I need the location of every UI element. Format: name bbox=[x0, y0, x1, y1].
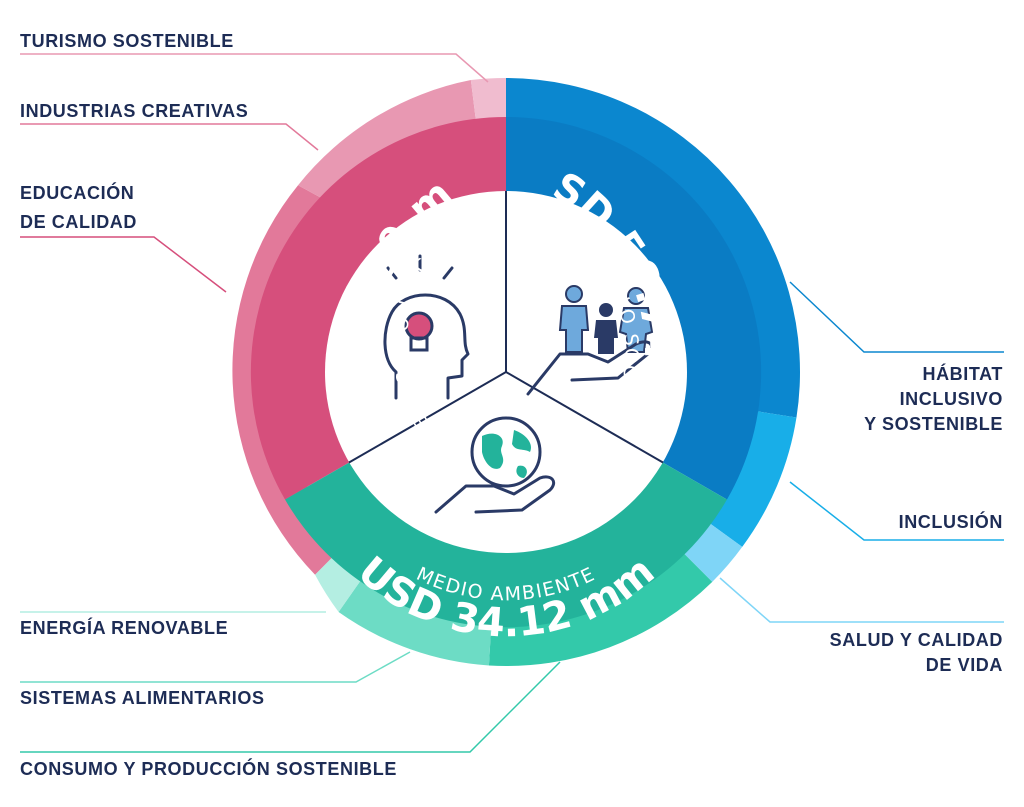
inner-ring bbox=[250, 116, 762, 628]
label-educacion-calidad-line1: EDUCACIÓN bbox=[20, 182, 134, 203]
label-salud-line2: DE VIDA bbox=[926, 655, 1003, 675]
band-habitat bbox=[506, 78, 801, 418]
band-educacion-calidad bbox=[232, 185, 348, 575]
label-habitat-line2: INCLUSIVO bbox=[900, 389, 1003, 409]
segment-desarrollo-social bbox=[506, 116, 762, 500]
idea-head-icon bbox=[383, 254, 470, 400]
label-habitat-line3: Y SOSTENIBLE bbox=[864, 414, 1003, 434]
label-turismo-sostenible: TURISMO SOSTENIBLE bbox=[20, 31, 234, 51]
band-turismo-sostenible bbox=[470, 77, 506, 121]
label-educacion-calidad-line2: DE CALIDAD bbox=[20, 212, 137, 232]
band-consumo bbox=[488, 553, 713, 667]
globe-in-hand-icon bbox=[434, 416, 556, 514]
segment-educacion-cultura bbox=[250, 116, 506, 500]
band-sistemas-alimentarios bbox=[338, 579, 492, 666]
label-inclusion: INCLUSIÓN bbox=[899, 511, 1003, 532]
label-consumo-produccion: CONSUMO Y PRODUCCIÓN SOSTENIBLE bbox=[20, 758, 397, 779]
label-sistemas-alimentarios: SISTEMAS ALIMENTARIOS bbox=[20, 688, 265, 708]
label-energia-renovable: ENERGÍA RENOVABLE bbox=[20, 617, 228, 638]
people-in-hand-icon bbox=[526, 285, 654, 396]
label-salud-line1: SALUD Y CALIDAD bbox=[830, 630, 1003, 650]
outer-ring bbox=[232, 77, 801, 667]
leader-lines bbox=[20, 53, 1004, 753]
segment-medio-ambiente bbox=[285, 462, 727, 628]
label-habitat-line1: HÁBITAT bbox=[922, 363, 1003, 384]
band-industrias-creativas bbox=[298, 80, 476, 205]
band-inclusion bbox=[709, 411, 797, 547]
label-industrias-creativas: INDUSTRIAS CREATIVAS bbox=[20, 101, 248, 121]
